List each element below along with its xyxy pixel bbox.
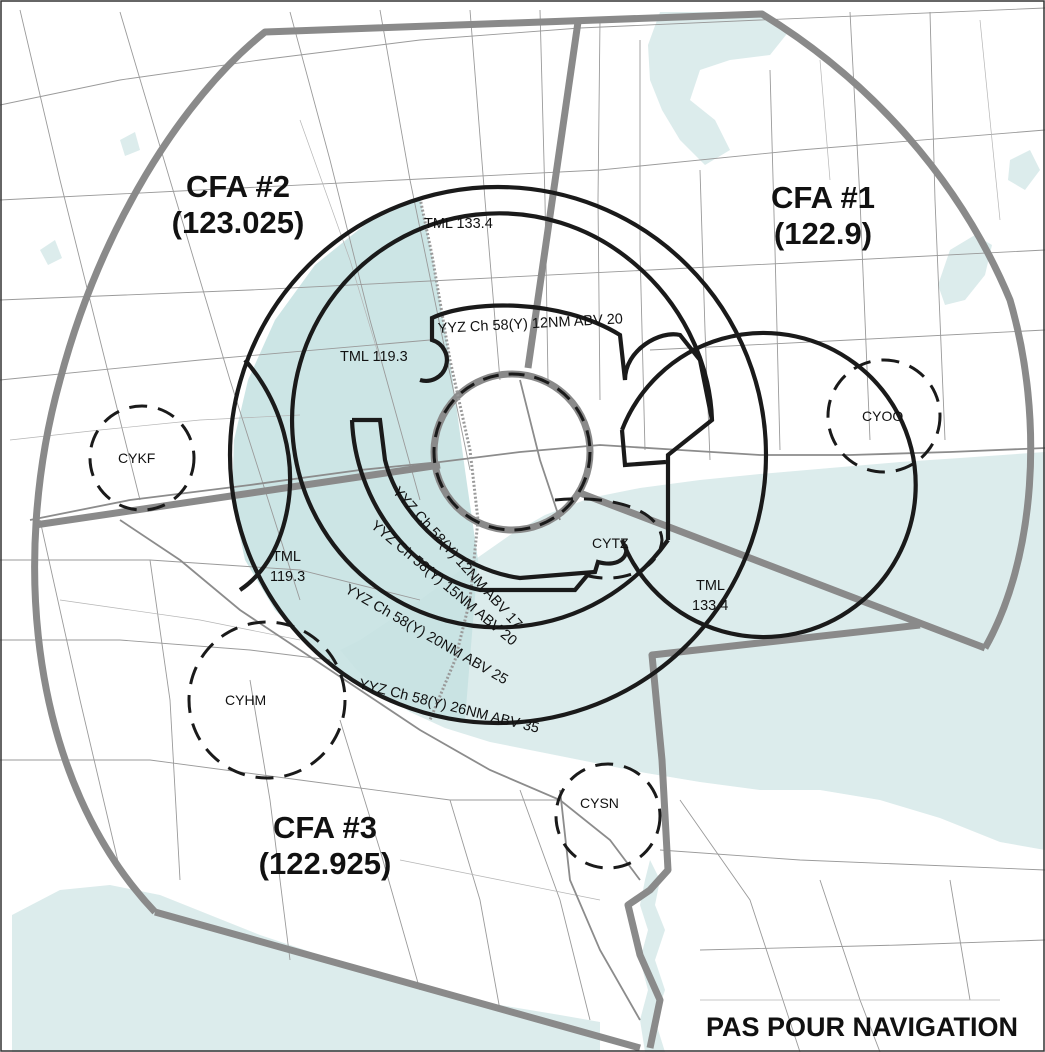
cfa-outer-boundary (31, 10, 1035, 915)
tml-133-4-north-label: TML 133.4 (424, 216, 493, 232)
terminal-rings (227, 184, 918, 726)
tml-sw-label-line1: TML (272, 549, 301, 565)
small-lake-ne (938, 235, 992, 305)
cfa-1-name: CFA #1 (771, 180, 875, 215)
airport-circle-cysn (554, 762, 662, 870)
ring-15nm (620, 330, 918, 640)
ring-26nm (227, 184, 769, 726)
cfa-boundaries (31, 10, 1035, 1052)
airport-circle-cykf (88, 404, 196, 512)
airport-label-cykf: CYKF (118, 450, 155, 466)
cfa-3-name: CFA #3 (273, 810, 377, 845)
airport-label-cyoo: CYOO (862, 408, 903, 424)
small-lake-ne2 (1008, 150, 1040, 190)
tml-se-label-line1: TML (696, 578, 725, 594)
airport-circle-cyoo (826, 358, 942, 474)
ring-20nm (289, 211, 670, 630)
airports: CYKF CYOO CYTZ CYHM CYSN (88, 358, 942, 870)
tml-se-label-line2: 133.4 (692, 598, 728, 614)
tml-119-3-sector (232, 198, 478, 720)
ring-12nm-inner-south (352, 417, 629, 581)
cfa-3-frequency: (122.925) (259, 846, 392, 881)
ring-12nm-west (349, 419, 592, 593)
tml-divider (418, 197, 480, 721)
airport-circle-cyhm (187, 620, 347, 780)
not-for-navigation-banner: PAS POUR NAVIGATION (706, 1012, 1018, 1042)
airport-label-cysn: CYSN (580, 795, 619, 811)
tml-119-3-north-label: TML 119.3 (340, 349, 408, 365)
airport-label-cytz: CYTZ (592, 535, 629, 551)
cfa-1-frequency: (122.9) (774, 216, 872, 251)
lake-simcoe (648, 12, 790, 165)
cfa-2-frequency: (123.025) (172, 205, 305, 240)
cfa-2-3-divider (34, 461, 441, 529)
tml-sw-boundary (238, 358, 293, 592)
cfa-labels: CFA #1 (122.9) CFA #2 (123.025) CFA #3 (… (172, 169, 875, 881)
ring-12nm-north (419, 303, 715, 421)
cfa-2-name: CFA #2 (186, 169, 290, 204)
lake-erie (12, 885, 600, 1052)
water-layer (12, 12, 1045, 1052)
cfa-south-boundary (154, 908, 641, 1052)
airport-label-cyhm: CYHM (225, 692, 266, 708)
pond-2 (120, 132, 140, 156)
airport-circle-cytz (554, 497, 664, 580)
cfa-1-3-lake-boundary (624, 621, 921, 1049)
cfa-1-2-divider (524, 21, 582, 369)
airport-circle-cyyz (432, 372, 592, 532)
tml-labels: TML 133.4 TML 119.3 TML 119.3 TML 133.4 (270, 216, 728, 614)
tml-sw-label-line2: 119.3 (270, 569, 305, 585)
road-network (0, 7, 1045, 1052)
pond-1 (40, 240, 62, 265)
ring-15nm-cap (619, 429, 667, 468)
